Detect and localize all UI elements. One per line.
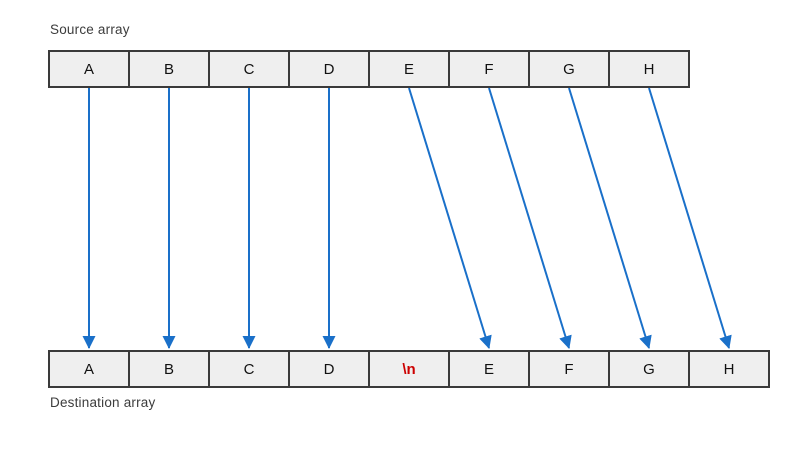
copy-arrow — [568, 87, 652, 349]
source-array-cell: F — [448, 50, 530, 88]
copy-arrow — [488, 87, 572, 349]
destination-array-cell: A — [48, 350, 130, 388]
destination-array-cell: B — [128, 350, 210, 388]
destination-array-cell: D — [288, 350, 370, 388]
copy-arrow — [408, 87, 492, 349]
source-array-label: Source array — [50, 22, 130, 37]
destination-array-cell: F — [528, 350, 610, 388]
copy-arrow — [648, 87, 732, 349]
source-array-cell: A — [48, 50, 130, 88]
source-array-cell: E — [368, 50, 450, 88]
destination-array-cell: \n — [368, 350, 450, 388]
destination-array-cell: E — [448, 350, 530, 388]
destination-array-cell: H — [688, 350, 770, 388]
destination-array-cell: G — [608, 350, 690, 388]
source-array-cell: B — [128, 50, 210, 88]
source-array-cell: G — [528, 50, 610, 88]
destination-array-cell: C — [208, 350, 290, 388]
source-array-cell: C — [208, 50, 290, 88]
source-array-cell: D — [288, 50, 370, 88]
source-array-cell: H — [608, 50, 690, 88]
destination-array-label: Destination array — [50, 395, 156, 410]
